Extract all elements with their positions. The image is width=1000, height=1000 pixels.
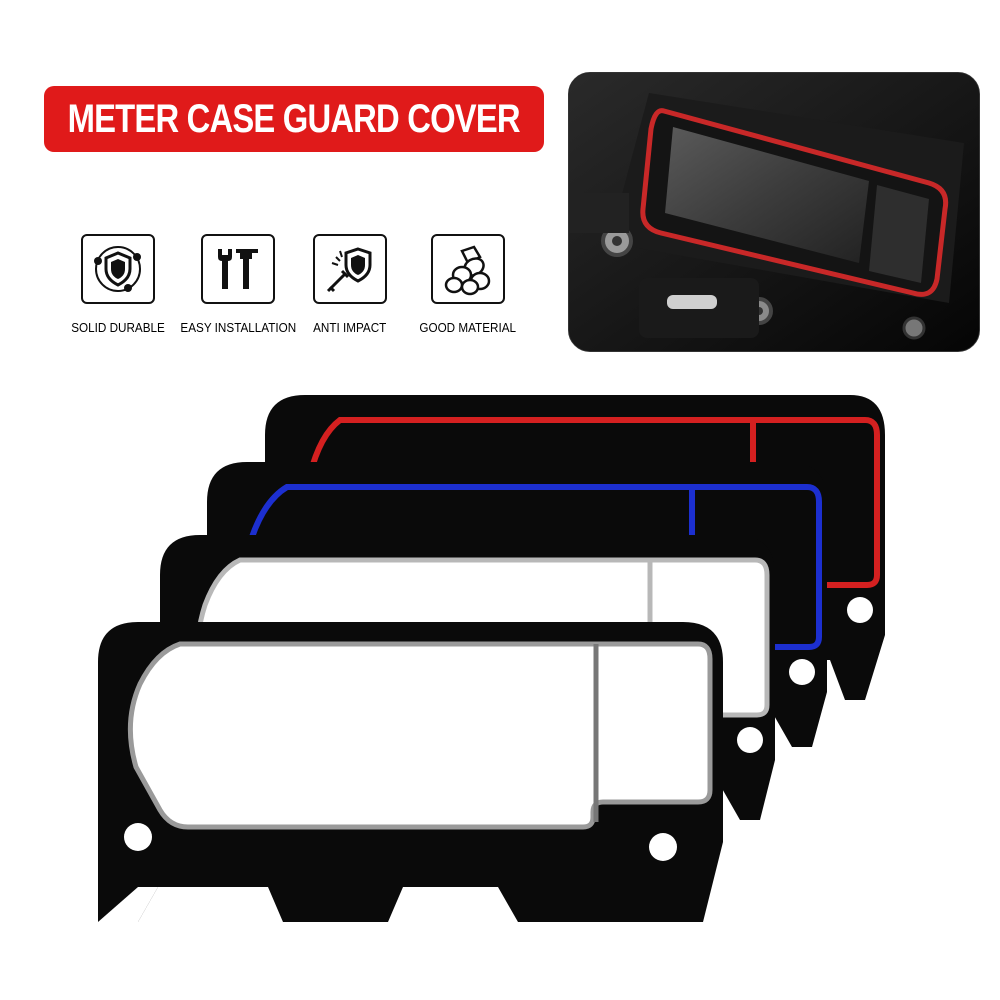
product-variants-illustration bbox=[98, 395, 885, 922]
feature-easy-installation: EASY INSTALLATION bbox=[178, 234, 298, 335]
feature-good-material: GOOD MATERIAL bbox=[408, 234, 528, 335]
installed-product-photo bbox=[568, 72, 980, 352]
feature-anti-impact: ANTI IMPACT bbox=[290, 234, 410, 335]
black-variant-frame bbox=[98, 622, 723, 922]
title-banner: METER CASE GUARD COVER bbox=[44, 86, 544, 152]
feature-label: ANTI IMPACT bbox=[313, 320, 387, 335]
shield-orbit-icon bbox=[81, 234, 155, 304]
tools-icon bbox=[201, 234, 275, 304]
page-title: METER CASE GUARD COVER bbox=[67, 96, 521, 141]
feature-label: SOLID DURABLE bbox=[71, 320, 165, 335]
material-cylinders-icon bbox=[431, 234, 505, 304]
feature-label: GOOD MATERIAL bbox=[419, 320, 517, 335]
impact-shield-icon bbox=[313, 234, 387, 304]
feature-solid-durable: SOLID DURABLE bbox=[58, 234, 178, 335]
feature-label: EASY INSTALLATION bbox=[180, 320, 296, 335]
